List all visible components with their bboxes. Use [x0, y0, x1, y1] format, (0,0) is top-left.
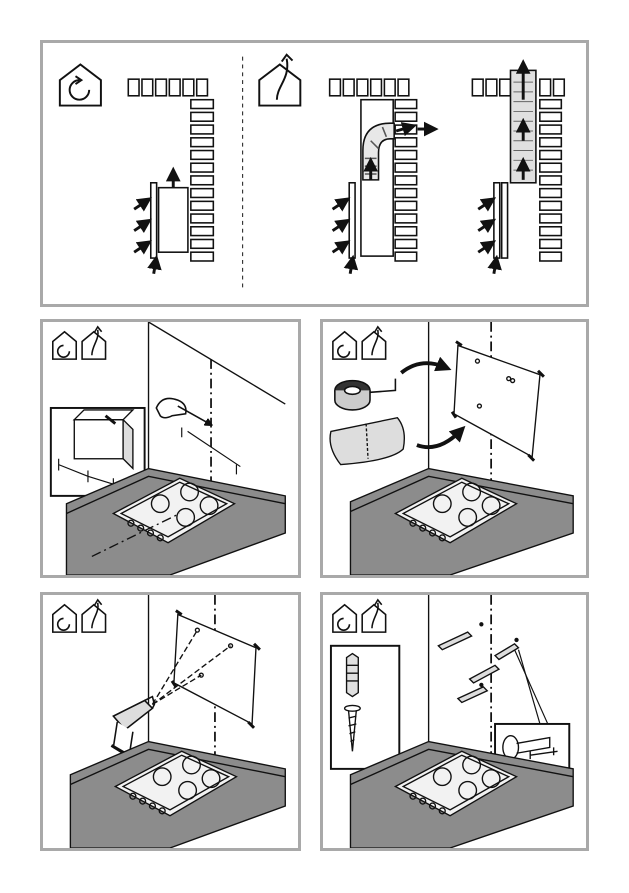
wall-template — [172, 611, 260, 728]
recirculation-mode-icon — [53, 332, 76, 359]
adhesive-tape-roll — [335, 379, 396, 410]
mode-overview-illustration — [43, 43, 586, 304]
fixings-box — [331, 646, 399, 769]
extraction-mode-icon — [82, 327, 105, 359]
recirculation-mode-icon — [53, 605, 76, 632]
arrow-paper-to-wall — [417, 431, 460, 447]
extraction-mode-icon — [362, 600, 385, 632]
wall-plug-icon — [347, 654, 359, 697]
wall-template — [452, 342, 544, 461]
paper-template-folded — [330, 418, 404, 465]
drilling-holes-panel — [40, 592, 301, 851]
arrow-tape-to-wall — [401, 363, 444, 373]
extraction-mode-icon — [362, 327, 385, 359]
recirculation-mode-icon — [333, 605, 356, 632]
hood-left — [151, 183, 188, 258]
marking-illustration — [43, 322, 298, 575]
extraction-mode-icon — [82, 600, 105, 632]
wall-top-edge — [149, 322, 286, 404]
template-illustration — [323, 322, 586, 575]
extraction-mode-icon — [259, 55, 300, 106]
fixing-illustration — [323, 595, 586, 848]
duct-right — [494, 70, 536, 258]
marking-position-panel — [40, 319, 301, 578]
screws-in-wall — [438, 623, 518, 703]
pencil-icon — [156, 398, 209, 423]
recirculation-mode-icon — [60, 65, 101, 106]
recirculation-mode-icon — [333, 332, 356, 359]
drilling-illustration — [43, 595, 298, 848]
template-application-panel — [320, 319, 589, 578]
mode-overview-panel — [40, 40, 589, 307]
fixing-screws-panel — [320, 592, 589, 851]
